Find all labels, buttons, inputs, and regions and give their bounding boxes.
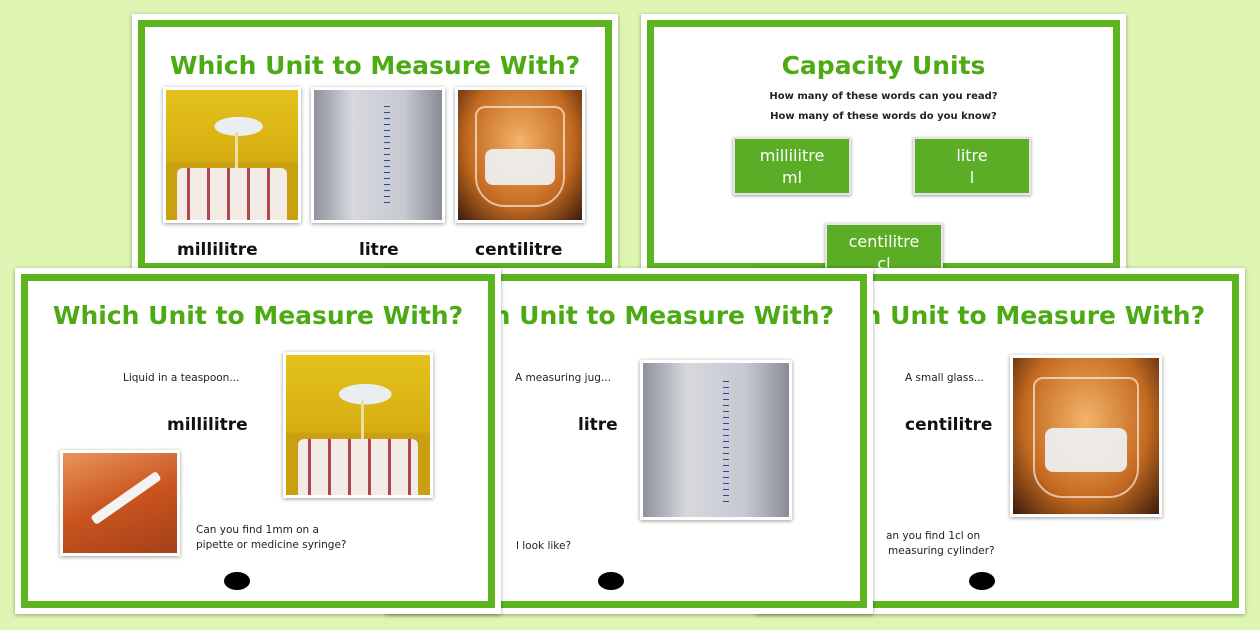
subtitle-read: How many of these words can you read?	[769, 91, 998, 102]
unit-name: millilitre	[759, 146, 825, 165]
unit-label-millilitre: millilitre	[177, 240, 258, 260]
slide-frame: Which Unit to Measure With? Liquid in a …	[21, 274, 495, 608]
unit-label-litre: litre	[359, 240, 399, 260]
measuring-jug-photo	[640, 360, 792, 520]
unit-card-litre: litre l	[913, 137, 1031, 195]
unit-name: centilitre	[848, 232, 920, 251]
slide-preview-overview[interactable]: Which Unit to Measure With? millilitre l…	[132, 14, 618, 276]
slide-title: Which Unit to Measure With?	[169, 51, 581, 80]
unit-label: centilitre	[905, 415, 993, 435]
syringe-photo	[60, 450, 180, 556]
unit-label: millilitre	[167, 415, 248, 435]
unit-card-millilitre: millilitre ml	[733, 137, 851, 195]
slide-frame: Which Unit to Measure With? millilitre l…	[138, 20, 612, 270]
twinkl-logo-icon	[969, 572, 995, 590]
slide-preview-capacity-units[interactable]: Capacity Units How many of these words c…	[641, 14, 1126, 281]
slide-frame: Capacity Units How many of these words c…	[647, 20, 1120, 281]
question-line-2: pipette or medicine syringe?	[196, 539, 347, 551]
glass-photo	[1010, 355, 1162, 517]
glass-photo	[455, 87, 585, 223]
teaspoon-photo	[163, 87, 301, 223]
prompt-text: A measuring jug...	[515, 372, 611, 384]
unit-abbr: ml	[781, 168, 803, 187]
question-line-2: measuring cylinder?	[888, 545, 995, 557]
unit-label-centilitre: centilitre	[475, 240, 563, 260]
unit-abbr: l	[969, 168, 975, 187]
prompt-text: Liquid in a teaspoon...	[123, 372, 240, 384]
subtitle-know: How many of these words do you know?	[770, 111, 997, 122]
teaspoon-photo	[283, 352, 433, 498]
slide-title: Capacity Units	[781, 51, 986, 80]
slide-title: Which Unit to Measure With?	[52, 301, 464, 330]
slide-preview-millilitre[interactable]: Which Unit to Measure With? Liquid in a …	[15, 268, 501, 614]
unit-name: litre	[956, 146, 988, 165]
measuring-jug-photo	[311, 87, 445, 223]
question-line-1: an you find 1cl on	[886, 530, 981, 542]
twinkl-logo-icon	[224, 572, 250, 590]
unit-label: litre	[578, 415, 618, 435]
prompt-text: A small glass...	[905, 372, 984, 384]
twinkl-logo-icon	[598, 572, 624, 590]
question-line-1: Can you find 1mm on a	[196, 524, 319, 536]
question-line-1: l look like?	[516, 540, 572, 552]
